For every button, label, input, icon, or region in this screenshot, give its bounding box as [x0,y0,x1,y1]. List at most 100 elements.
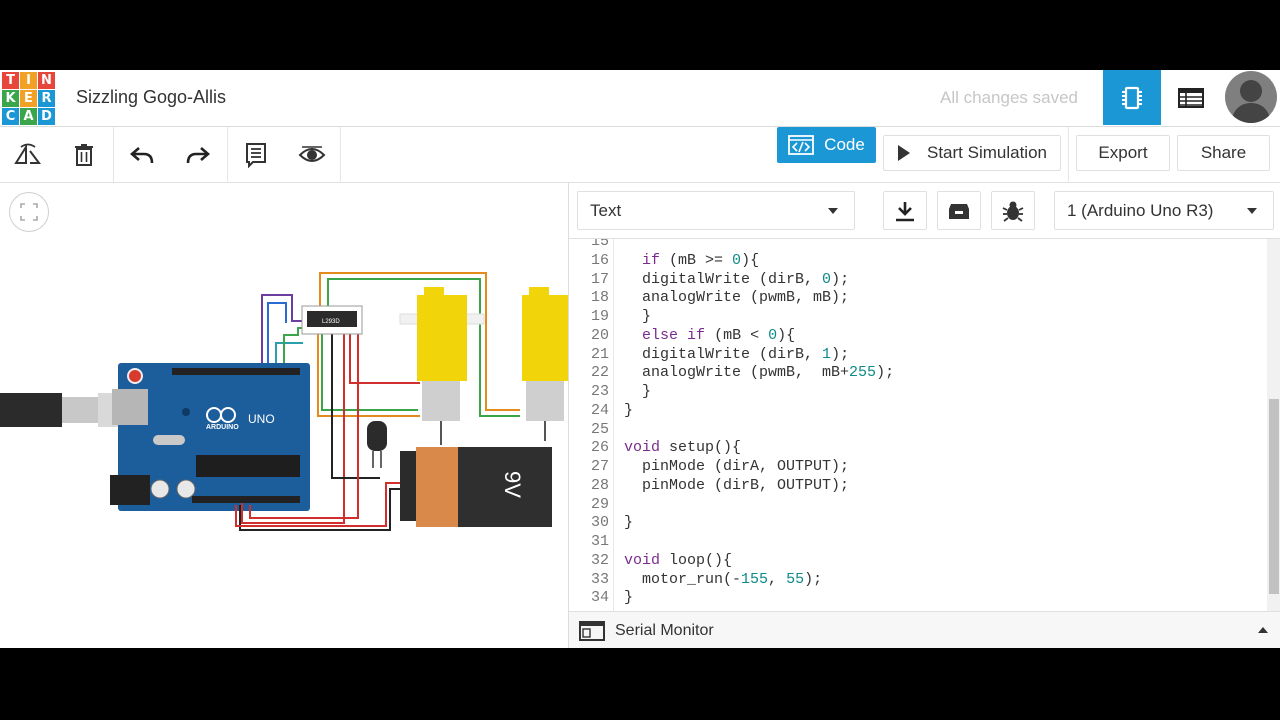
battery-9v[interactable]: 9V [400,447,552,527]
code-token [678,327,687,344]
code-token: } [624,514,634,532]
rotate-button[interactable] [0,127,56,182]
play-icon [898,145,910,161]
line-number: 23 [590,383,609,400]
save-status: All changes saved [940,88,1078,107]
user-avatar[interactable] [1225,71,1277,123]
download-button[interactable] [883,191,927,230]
arduino-uno-board[interactable]: UNO ARDUINO [110,363,310,511]
export-label: Export [1098,143,1148,162]
library-box-icon [949,203,969,219]
circuit-view-button[interactable] [1103,70,1161,125]
code-token: ); [831,345,850,363]
chevron-down-icon [1247,208,1257,214]
delete-button[interactable] [56,127,112,182]
export-button[interactable]: Export [1076,135,1170,171]
code-token: ); [831,270,850,288]
rotate-icon [14,143,41,164]
eye-icon [298,145,326,162]
dc-motor-a[interactable] [399,287,485,445]
code-token: 55 [786,570,805,588]
debugger-button[interactable] [991,191,1035,230]
code-line[interactable]: } [624,383,651,400]
code-token: } [624,589,634,607]
code-line[interactable]: digitalWrite (dirB, 0); [624,271,849,288]
device-select[interactable]: 1 (Arduino Uno R3) [1054,191,1274,230]
code-token: pinMode (dirA, OUTPUT); [624,458,850,475]
zoom-to-fit-button[interactable] [9,192,49,232]
code-line[interactable]: pinMode (dirB, OUTPUT); [624,477,849,494]
code-icon [788,135,815,155]
code-line[interactable]: } [624,514,633,531]
component-list-button[interactable] [1162,70,1220,125]
download-icon [896,201,914,221]
code-token: 255 [849,364,877,382]
serial-monitor-icon [579,620,605,641]
editor-scrollbar[interactable] [1267,239,1280,611]
code-panel-toolbar: Text [569,183,1280,239]
dc-motor-b[interactable] [522,287,568,441]
code-line[interactable]: analogWrite (pwmB, mB+255); [624,364,894,381]
battery-label: 9V [500,471,525,498]
toolbar-divider [1068,127,1069,182]
line-number: 20 [590,326,609,344]
editor-mode-value: Text [590,200,622,220]
scrollbar-thumb[interactable] [1269,399,1279,594]
circuit-canvas[interactable]: UNO ARDUINO [0,183,568,648]
logo-letter: A [20,108,37,125]
project-title[interactable]: Sizzling Gogo-Allis [76,87,227,107]
code-token: ){ [741,251,760,269]
editor-mode-select[interactable]: Text [577,191,855,230]
line-number: 17 [590,270,609,288]
bug-icon [1002,201,1024,222]
logo-letter: R [38,90,55,107]
motor-driver-ic[interactable]: L293D [301,305,363,335]
line-number: 31 [590,533,609,550]
code-token: else [642,326,679,344]
line-number: 25 [590,420,609,438]
circuit-wires [235,272,520,531]
share-button[interactable]: Share [1177,135,1270,171]
notes-button[interactable] [228,127,284,182]
code-token: if [642,251,661,269]
toolbar-divider [340,127,341,182]
code-line[interactable]: else if (mB < 0){ [624,327,795,344]
code-line[interactable]: } [624,402,633,419]
board-model-label: UNO [248,412,275,426]
logo-letter: T [2,72,19,89]
logo-letter: D [38,108,55,125]
code-line[interactable]: void loop(){ [624,552,732,569]
code-token: } [624,401,634,419]
start-simulation-label: Start Simulation [927,143,1047,162]
code-line[interactable]: pinMode (dirA, OUTPUT); [624,458,849,475]
redo-button[interactable] [170,127,226,182]
undo-button[interactable] [114,127,170,182]
line-number: 30 [590,514,609,532]
share-label: Share [1200,143,1247,162]
line-number: 28 [590,476,609,494]
start-simulation-button[interactable]: Start Simulation [883,135,1061,171]
code-line[interactable]: } [624,589,633,606]
code-line[interactable]: void setup(){ [624,439,741,456]
code-token: 155 [741,570,769,588]
logo-letter: I [20,72,37,89]
code-line[interactable]: motor_run(-155, 55); [624,571,822,588]
toolbar-divider [227,127,228,182]
chevron-up-icon[interactable] [1257,626,1269,634]
code-button[interactable]: Code [777,127,876,163]
code-line[interactable]: } [624,308,651,325]
visibility-button[interactable] [284,127,340,182]
code-line[interactable]: if (mB >= 0){ [624,252,759,269]
redo-icon [186,146,210,163]
serial-monitor-bar[interactable]: Serial Monitor [569,611,1280,648]
code-line[interactable]: analogWrite (pwmB, mB); [624,289,849,306]
code-line[interactable]: digitalWrite (dirB, 1); [624,346,849,363]
libraries-button[interactable] [937,191,981,230]
list-table-icon [1178,87,1204,108]
code-token: 1 [822,345,832,363]
capacitor[interactable] [367,421,387,468]
line-number: 32 [590,551,609,569]
